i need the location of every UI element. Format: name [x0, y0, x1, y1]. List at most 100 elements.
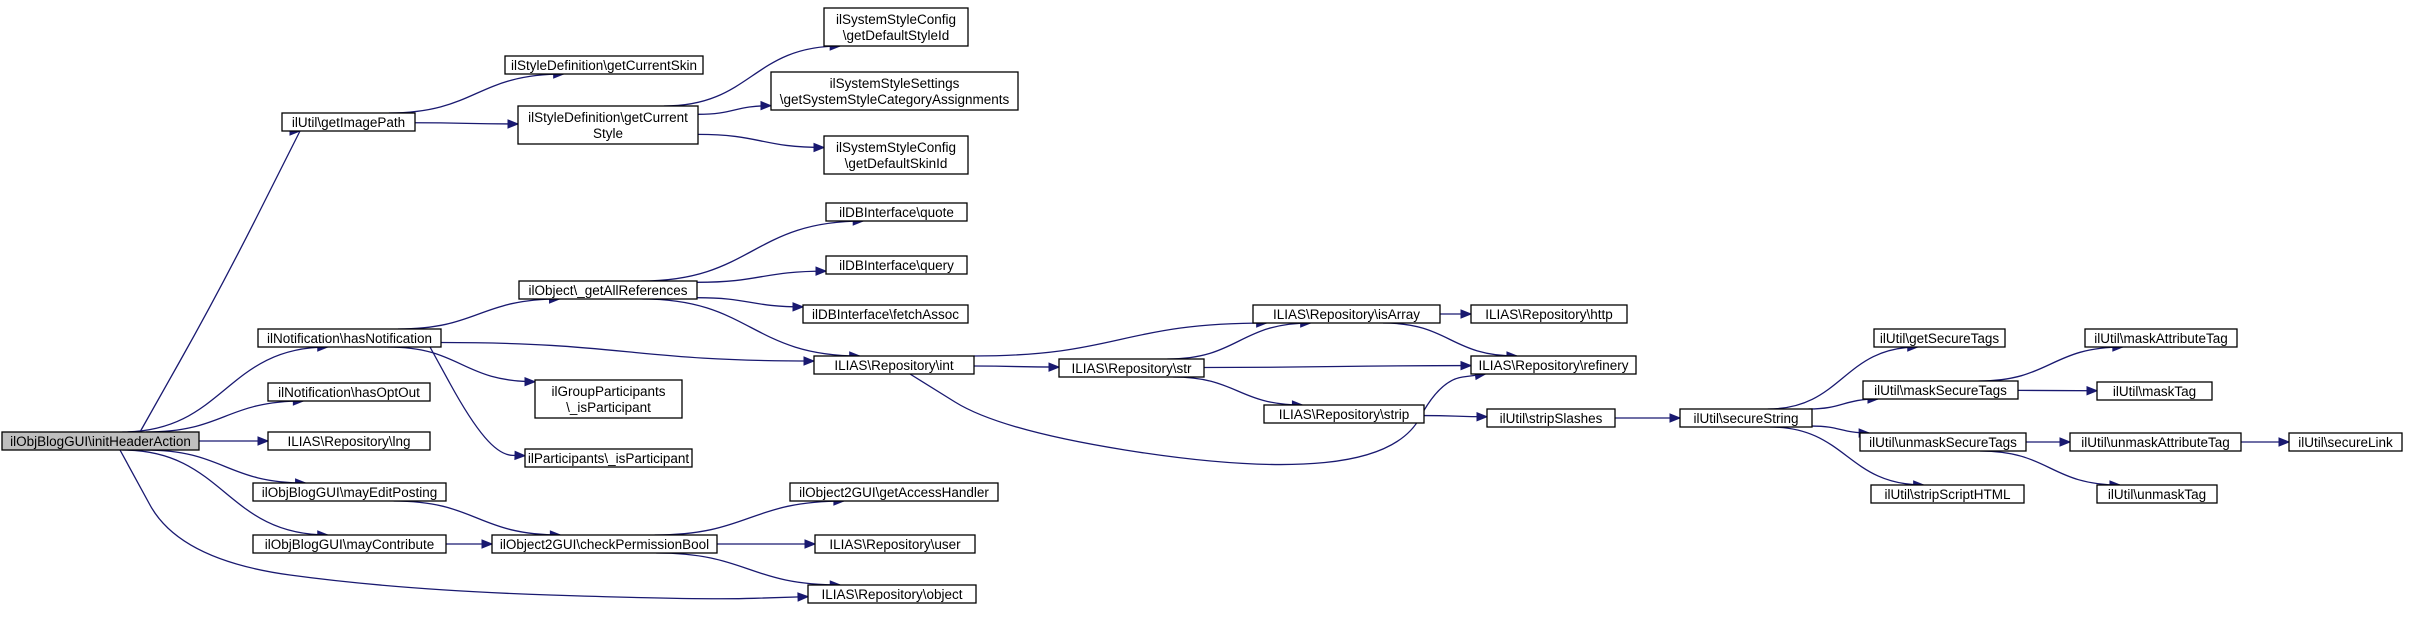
node-unmaskTag[interactable]: ilUtil\unmaskTag [2096, 484, 2218, 504]
node-unmaskSecureTags[interactable]: ilUtil\unmaskSecureTags [1859, 432, 2027, 452]
node-getAccessHandler[interactable]: ilObject2GUI\getAccessHandler [789, 482, 999, 502]
node-stripScriptHTML[interactable]: ilUtil\stripScriptHTML [1870, 484, 2025, 504]
node-refinery[interactable]: ILIAS\Repository\refinery [1470, 355, 1637, 375]
node-isArray[interactable]: ILIAS\Repository\isArray [1252, 304, 1441, 324]
node-box[interactable] [789, 482, 999, 502]
node-box[interactable] [267, 382, 431, 402]
node-box[interactable] [1263, 404, 1425, 424]
node-getImagePath[interactable]: ilUtil\getImagePath [281, 112, 416, 132]
node-box[interactable] [823, 135, 969, 175]
node-label: ilObject2GUI\getAccessHandler [799, 485, 989, 500]
node-box[interactable] [1859, 432, 2027, 452]
node-box[interactable] [813, 355, 975, 375]
node-box[interactable] [2096, 484, 2218, 504]
node-fetchAssoc[interactable]: ilDBInterface\fetchAssoc [802, 304, 969, 324]
node-user[interactable]: ILIAS\Repository\user [814, 534, 976, 554]
edge-root-to-hasOptOut [146, 400, 304, 433]
edge-getAllReferences-to-fetchAssoc [696, 297, 804, 308]
node-box[interactable] [517, 105, 699, 145]
node-secureLink[interactable]: ilUtil\secureLink [2288, 432, 2403, 452]
node-box[interactable] [2096, 381, 2213, 401]
node-unmaskAttributeTag[interactable]: ilUtil\unmaskAttributeTag [2069, 432, 2242, 452]
node-box[interactable] [2084, 328, 2238, 348]
node-label: ilUtil\getSecureTags [1880, 331, 2000, 346]
node-hasOptOut[interactable]: ilNotification\hasOptOut [267, 382, 431, 402]
node-quote[interactable]: ilDBInterface\quote [825, 202, 968, 222]
node-getDefaultStyleId[interactable]: ilSystemStyleConfig\getDefaultStyleId [823, 7, 969, 47]
node-maskTag[interactable]: ilUtil\maskTag [2096, 381, 2213, 401]
node-box[interactable] [770, 71, 1019, 111]
node-box[interactable] [1058, 358, 1205, 378]
arrowhead-getDefaultSkinId [813, 142, 826, 153]
node-label: ilUtil\stripSlashes [1500, 411, 1603, 426]
edge-getCurrentStyle-to-getSystemStyleCategoryAssignments [697, 105, 772, 115]
node-root[interactable]: ilObjBlogGUI\initHeaderAction [1, 431, 200, 451]
node-maskAttributeTag[interactable]: ilUtil\maskAttributeTag [2084, 328, 2238, 348]
node-mayContribute[interactable]: ilObjBlogGUI\mayContribute [252, 534, 447, 554]
node-getCurrentSkin[interactable]: ilStyleDefinition\getCurrentSkin [504, 55, 704, 75]
node-label: ilUtil\unmaskSecureTags [1869, 435, 2017, 450]
node-groupIsParticipant[interactable]: ilGroupParticipants\_isParticipant [534, 379, 683, 419]
node-box[interactable] [252, 534, 447, 554]
node-getAllReferences[interactable]: ilObject\_getAllReferences [518, 280, 698, 300]
edge-mayEditPosting-to-checkPermissionBool [393, 500, 561, 536]
node-box[interactable] [1252, 304, 1441, 324]
node-getSystemStyleCategoryAssignments[interactable]: ilSystemStyleSettings\getSystemStyleCate… [770, 71, 1019, 111]
edge-hasNotification-to-partIsParticipant [429, 346, 526, 457]
node-box[interactable] [518, 280, 698, 300]
node-box[interactable] [814, 534, 976, 554]
node-object[interactable]: ILIAS\Repository\object [807, 584, 977, 604]
node-box[interactable] [2069, 432, 2242, 452]
arrowhead-maskTag [2086, 385, 2099, 396]
node-box[interactable] [1470, 355, 1637, 375]
node-box[interactable] [823, 7, 969, 47]
arrowhead-refinery [1460, 360, 1473, 371]
node-label: ilParticipants\_isParticipant [528, 451, 690, 466]
node-str[interactable]: ILIAS\Repository\str [1058, 358, 1205, 378]
node-box[interactable] [802, 304, 969, 324]
node-box[interactable] [1873, 328, 2006, 348]
edge-hasNotification-to-getAllReferences [397, 298, 560, 330]
node-query[interactable]: ilDBInterface\query [825, 255, 968, 275]
node-hasNotification[interactable]: ilNotification\hasNotification [257, 328, 442, 348]
node-box[interactable] [257, 328, 442, 348]
node-int[interactable]: ILIAS\Repository\int [813, 355, 975, 375]
node-label: ilUtil\getImagePath [292, 115, 405, 130]
node-box[interactable] [267, 431, 431, 451]
node-lng[interactable]: ILIAS\Repository\lng [267, 431, 431, 451]
node-mayEditPosting[interactable]: ilObjBlogGUI\mayEditPosting [252, 482, 447, 502]
node-box[interactable] [534, 379, 683, 419]
edge-unmaskSecureTags-to-unmaskTag [1980, 450, 2120, 486]
node-secureString[interactable]: ilUtil\secureString [1679, 408, 1813, 428]
node-box[interactable] [825, 255, 968, 275]
node-box[interactable] [504, 55, 704, 75]
node-strip[interactable]: ILIAS\Repository\strip [1263, 404, 1425, 424]
node-getDefaultSkinId[interactable]: ilSystemStyleConfig\getDefaultSkinId [823, 135, 969, 175]
node-getSecureTags[interactable]: ilUtil\getSecureTags [1873, 328, 2006, 348]
node-stripSlashes[interactable]: ilUtil\stripSlashes [1486, 408, 1616, 428]
node-maskSecureTags[interactable]: ilUtil\maskSecureTags [1862, 380, 2019, 400]
node-box[interactable] [1486, 408, 1616, 428]
node-box[interactable] [1679, 408, 1813, 428]
edge-maskSecureTags-to-maskAttributeTag [1978, 346, 2123, 382]
node-checkPermissionBool[interactable]: ilObject2GUI\checkPermissionBool [491, 534, 718, 554]
edge-root-to-mayContribute [122, 449, 328, 536]
node-box[interactable] [491, 534, 718, 554]
node-box[interactable] [1870, 484, 2025, 504]
node-http[interactable]: ILIAS\Repository\http [1470, 304, 1628, 324]
node-box[interactable] [524, 448, 693, 468]
arrowhead-query [815, 266, 828, 276]
node-label: \getSystemStyleCategoryAssignments [780, 92, 1010, 107]
node-box[interactable] [825, 202, 968, 222]
edge-int-to-str [973, 365, 1060, 368]
node-box[interactable] [1, 431, 200, 451]
node-box[interactable] [807, 584, 977, 604]
arrowhead-object [797, 592, 810, 602]
node-box[interactable] [1862, 380, 2019, 400]
node-box[interactable] [252, 482, 447, 502]
node-box[interactable] [2288, 432, 2403, 452]
node-box[interactable] [1470, 304, 1628, 324]
node-partIsParticipant[interactable]: ilParticipants\_isParticipant [524, 448, 693, 468]
node-box[interactable] [281, 112, 416, 132]
